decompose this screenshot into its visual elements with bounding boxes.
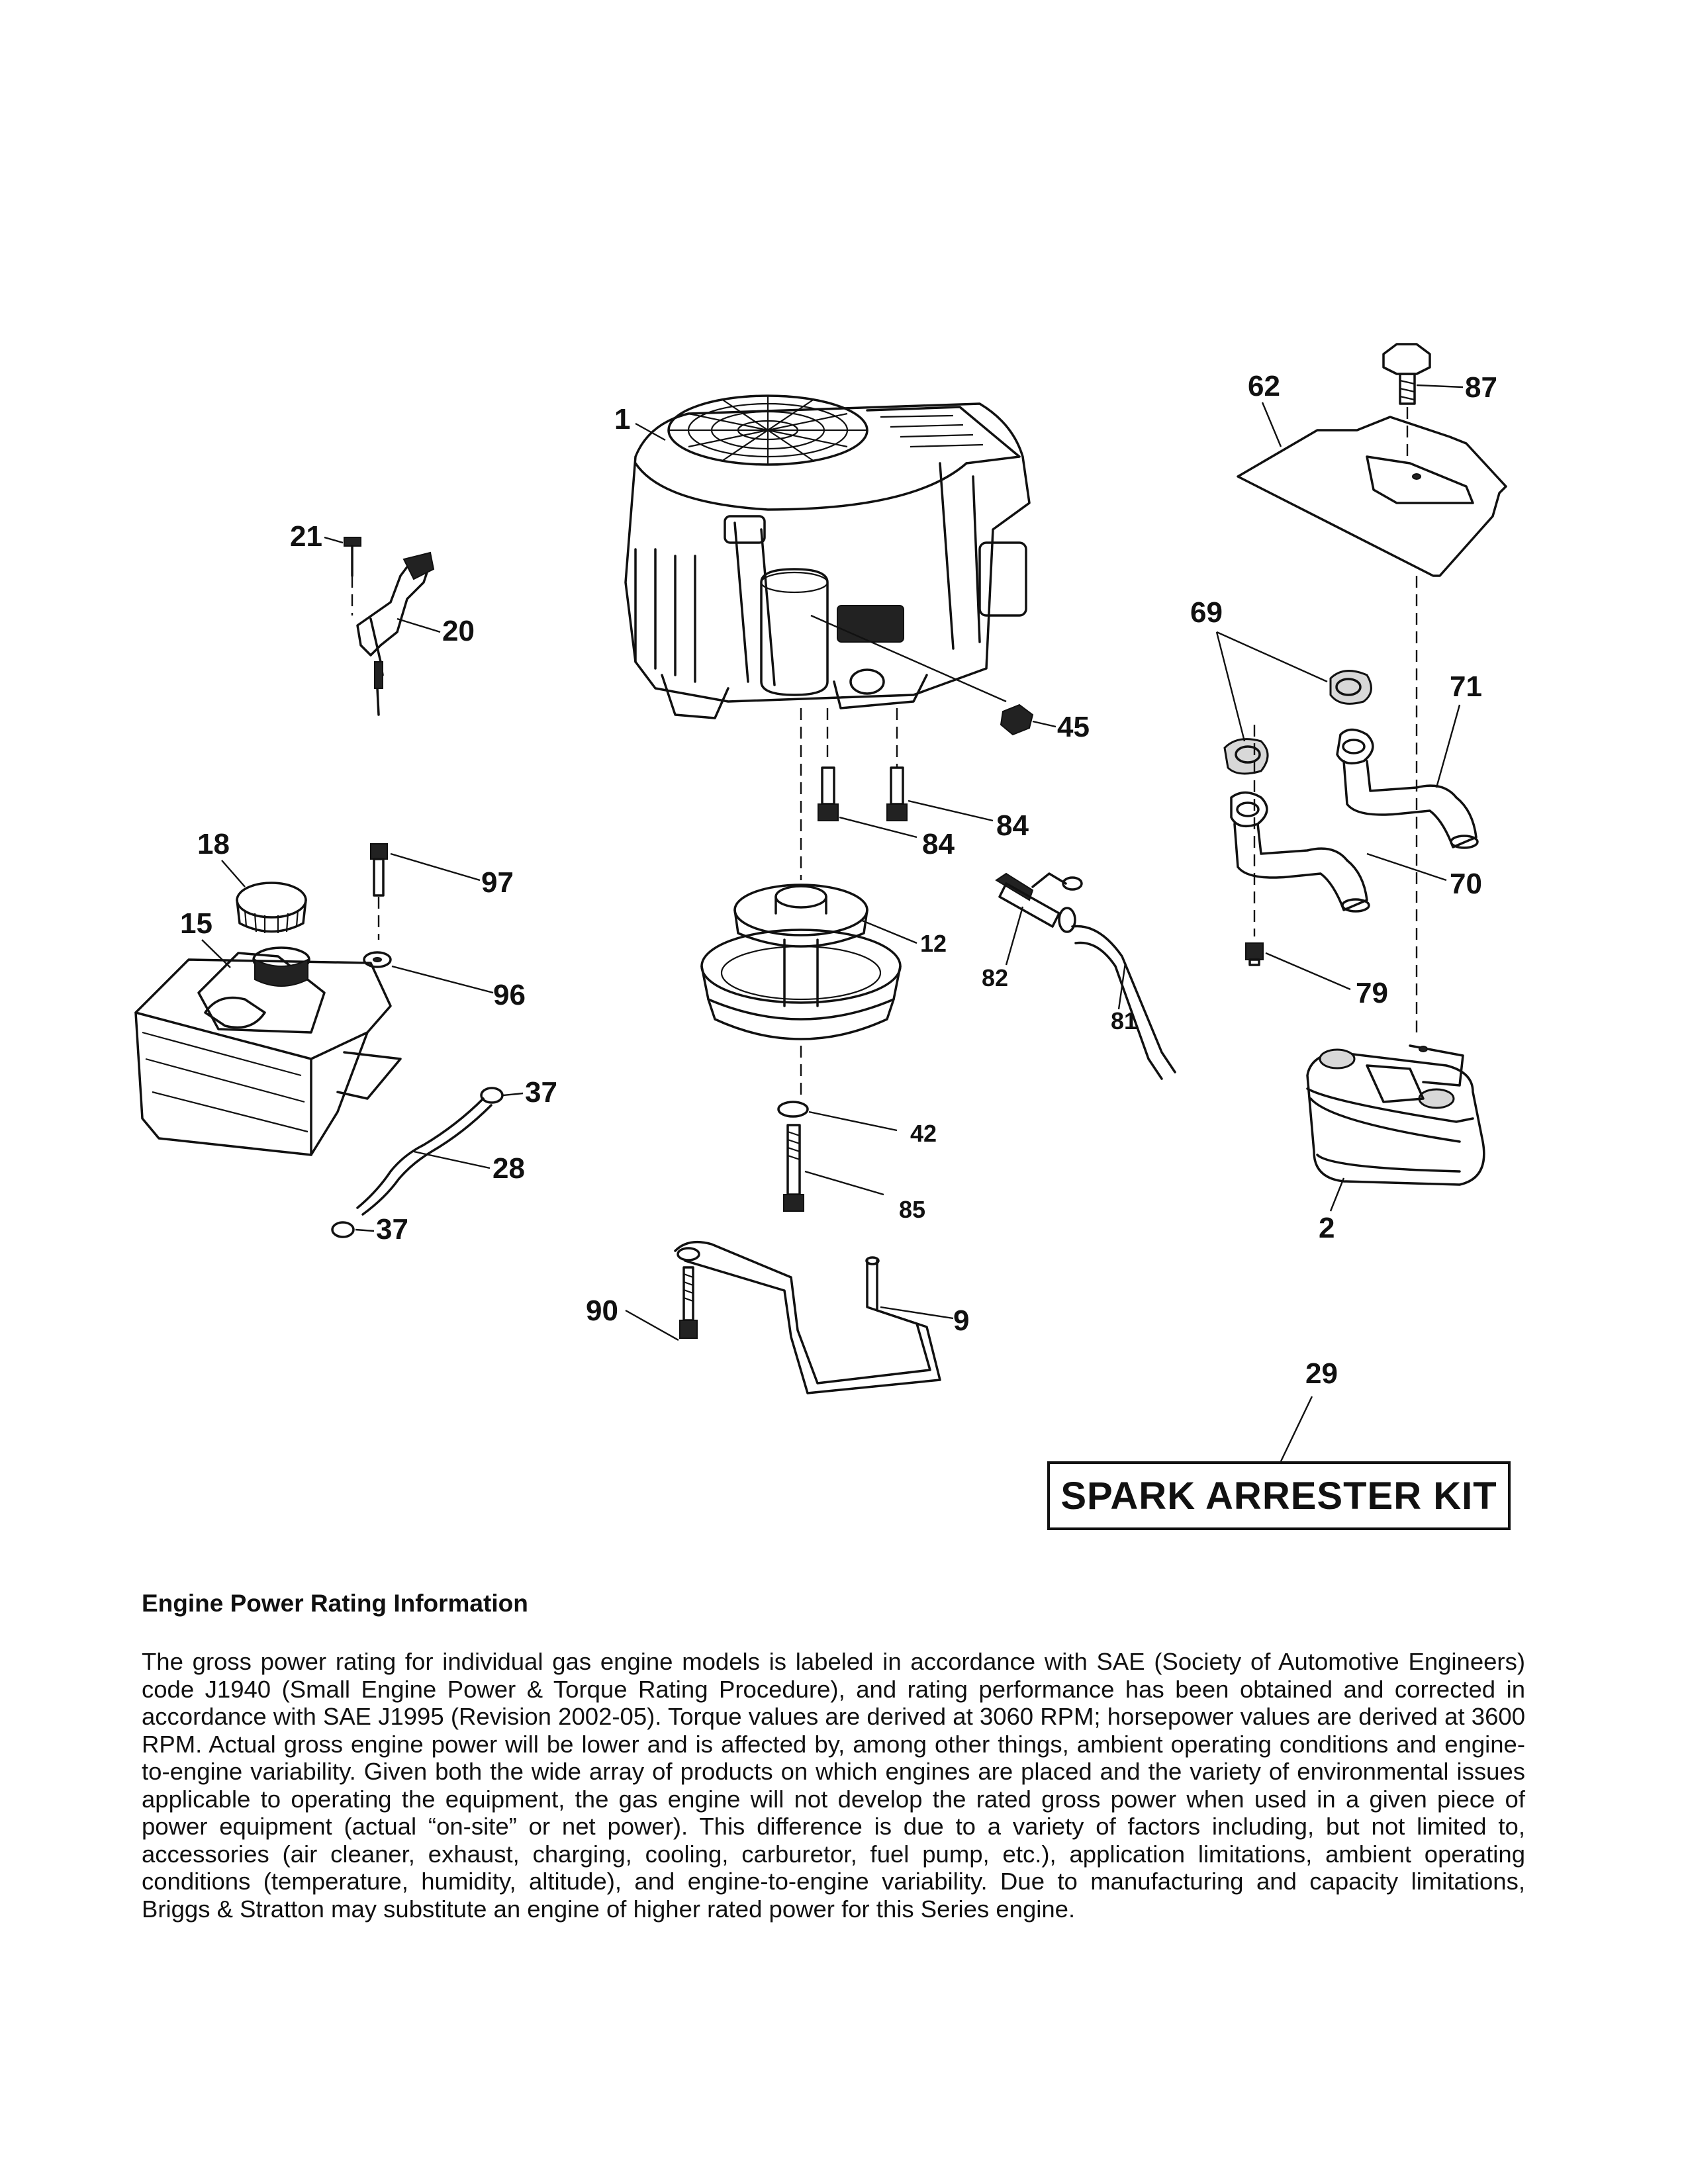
callout-45: 45 (1057, 711, 1090, 743)
fuel-line-28 (331, 1087, 504, 1238)
gaskets-69 (1223, 670, 1372, 775)
washer-42 (777, 1101, 809, 1118)
callout-84-b: 84 (996, 809, 1029, 842)
callout-81: 81 (1111, 1007, 1137, 1034)
exhaust-pipe-71 (1336, 728, 1479, 849)
parts-diagram: 1 45 84 84 12 42 85 (134, 343, 1507, 1462)
callout-87: 87 (1465, 371, 1497, 404)
callout-90: 90 (586, 1295, 618, 1327)
throttle-control (344, 537, 435, 716)
bolt-85 (783, 1124, 804, 1212)
bolt-87 (1382, 343, 1431, 405)
pulley-12 (700, 884, 902, 1040)
callout-37-b: 37 (376, 1213, 408, 1246)
muffler-2 (1306, 1044, 1485, 1186)
bracket-9 (674, 1240, 941, 1394)
callout-62: 62 (1248, 370, 1280, 402)
exhaust-pipe-70 (1230, 725, 1370, 936)
callout-9: 9 (953, 1304, 969, 1337)
callout-84-a: 84 (922, 828, 955, 860)
bolt-84 (818, 766, 908, 821)
callout-96: 96 (493, 979, 526, 1011)
heat-shield-62 (1237, 416, 1507, 577)
callout-82: 82 (982, 964, 1008, 991)
callout-1: 1 (614, 403, 630, 435)
callout-20: 20 (442, 615, 475, 647)
callout-18: 18 (197, 828, 230, 860)
fuel-cap-18 (236, 882, 307, 933)
callout-12: 12 (920, 930, 947, 957)
washer-96 (363, 951, 392, 968)
callout-42: 42 (910, 1120, 937, 1147)
callout-28: 28 (492, 1152, 525, 1185)
spark-arrester-kit-label: SPARK ARRESTER KIT (1060, 1474, 1497, 1518)
fuel-hose-81 (1071, 925, 1176, 1080)
engine-power-rating-heading: Engine Power Rating Information (142, 1590, 528, 1617)
callout-97: 97 (481, 866, 514, 899)
callout-37-a: 37 (525, 1076, 557, 1109)
callout-69: 69 (1190, 596, 1223, 629)
engine-illustration (624, 394, 1031, 719)
callout-79: 79 (1356, 977, 1388, 1009)
engine-power-rating-text: The gross power rating for individual ga… (142, 1648, 1525, 1923)
nut-45 (1000, 704, 1034, 736)
bolt-97 (370, 843, 388, 897)
bolt-79 (1245, 942, 1264, 966)
callout-2: 2 (1319, 1212, 1335, 1244)
callout-29: 29 (1305, 1357, 1338, 1390)
callout-85: 85 (899, 1196, 925, 1223)
callout-21: 21 (290, 520, 322, 553)
bolt-90 (679, 1266, 698, 1339)
fuel-shutoff-82 (995, 872, 1083, 933)
spark-arrester-kit-box: SPARK ARRESTER KIT (1047, 1461, 1511, 1530)
fuel-tank-15 (134, 946, 402, 1156)
callout-71: 71 (1450, 670, 1482, 703)
callout-15: 15 (180, 907, 212, 940)
callout-70: 70 (1450, 868, 1482, 900)
